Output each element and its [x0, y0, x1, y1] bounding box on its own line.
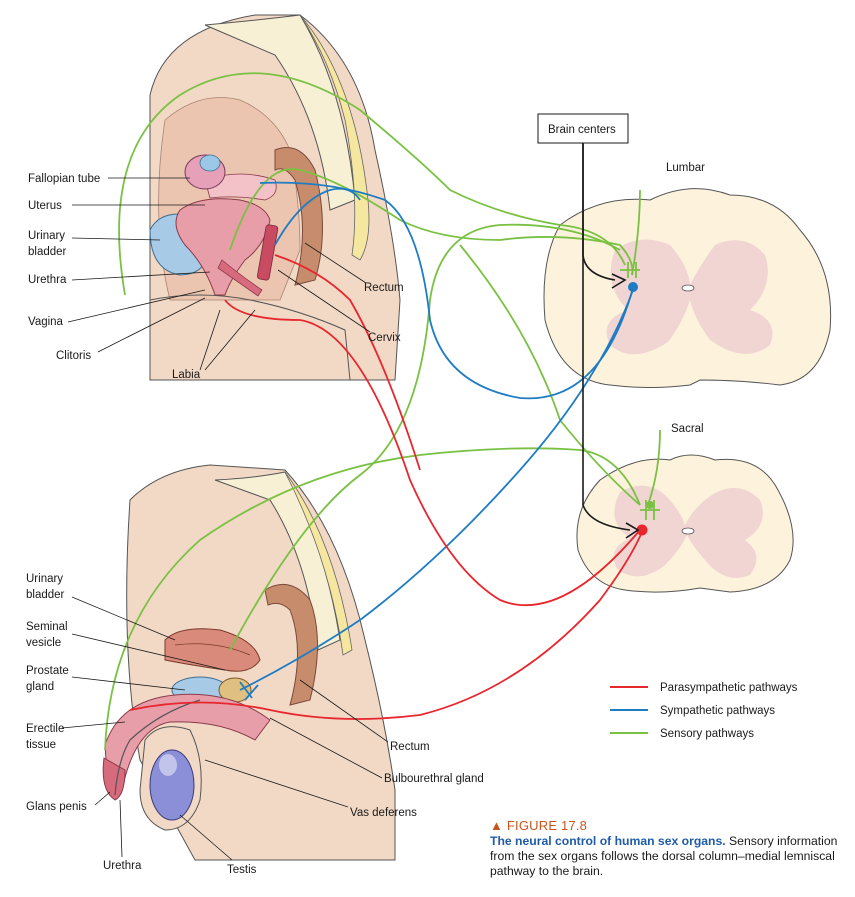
- label-bulbourethral-gland: Bulbourethral gland: [384, 773, 484, 785]
- sensory-path-female-to-sacral: [459, 244, 641, 506]
- male-urethra-line: [114, 699, 201, 796]
- female-vagina: [217, 259, 263, 297]
- legend-label-parasympathetic: Parasympathetic pathways: [660, 682, 798, 694]
- label-urinary-bladder-f-2: bladder: [28, 246, 67, 258]
- leader-lines: [61, 177, 389, 861]
- sacral-cord: [576, 454, 794, 593]
- label-testis: Testis: [227, 864, 257, 876]
- label-rectum-f: Rectum: [364, 282, 404, 294]
- female-uterus: [175, 198, 271, 296]
- label-lumbar: Lumbar: [666, 162, 705, 174]
- label-clitoris: Clitoris: [56, 350, 91, 362]
- lumbar-cord: [543, 188, 832, 388]
- label-rectum-m: Rectum: [390, 741, 430, 753]
- female-spine: [204, 14, 356, 211]
- parasympathetic-path-female: [224, 299, 641, 607]
- sensory-path-female-inner: [229, 168, 634, 276]
- label-urethra-m: Urethra: [103, 860, 142, 872]
- label-vagina: Vagina: [28, 316, 64, 328]
- caption-text: Sensory information from the sex organs …: [490, 834, 838, 878]
- label-seminal-vesicle-1: Seminal: [26, 621, 68, 633]
- sympathetic-path-male: [239, 289, 634, 691]
- male-rectum: [264, 583, 318, 706]
- sympathetic-pathways: [239, 181, 638, 701]
- label-prostate-gland-2: gland: [26, 681, 54, 693]
- female-cervix: [256, 224, 279, 281]
- label-vas-deferens: Vas deferens: [350, 807, 417, 819]
- label-erectile-tissue-2: tissue: [26, 739, 56, 751]
- male-penis: [104, 693, 271, 791]
- label-urinary-bladder-m-1: Urinary: [26, 573, 63, 585]
- sensory-lumbar-synapse: [620, 262, 640, 278]
- parasympathetic-node-sacral: [636, 524, 648, 536]
- sensory-path-male-outer: [104, 447, 641, 751]
- legend: Parasympathetic pathways Sympathetic pat…: [610, 682, 798, 740]
- label-labia: Labia: [172, 369, 201, 381]
- female-anatomy: [149, 14, 401, 381]
- sensory-sacral-synapse: [640, 500, 660, 520]
- sympathetic-node-lumbar: [628, 282, 638, 292]
- brain-centers-label: Brain centers: [548, 124, 616, 136]
- sympathetic-path-female-inner: [274, 187, 361, 246]
- label-erectile-tissue-1: Erectile: [26, 723, 64, 735]
- brain-centers-box: [537, 113, 629, 144]
- label-urethra-f: Urethra: [28, 274, 67, 286]
- label-cervix: Cervix: [368, 332, 401, 344]
- sympathetic-branch-male: [239, 681, 259, 701]
- sensory-sacral-root: [647, 429, 661, 506]
- label-uterus: Uterus: [28, 200, 62, 212]
- figure-number: ▲ FIGURE 17.8: [490, 818, 588, 833]
- label-fallopian-tube: Fallopian tube: [28, 173, 100, 185]
- caption-title: The neural control of human sex organs.: [490, 834, 726, 848]
- sensory-pathways: [104, 72, 661, 751]
- label-prostate-gland-1: Prostate: [26, 665, 69, 677]
- lumbar-gray-matter: [606, 239, 773, 355]
- sensory-lumbar-root: [631, 189, 641, 276]
- sensory-path-female-outer: [118, 72, 626, 296]
- legend-label-sympathetic: Sympathetic pathways: [660, 705, 775, 717]
- label-urinary-bladder-m-2: bladder: [26, 589, 65, 601]
- parasympathetic-pathways: [129, 254, 648, 720]
- anatomy-labels: Fallopian tube Uterus Urinary bladder Ur…: [26, 162, 705, 876]
- label-sacral: Sacral: [671, 423, 704, 435]
- sympathetic-path-female: [259, 181, 634, 400]
- label-glans-penis: Glans penis: [26, 801, 87, 813]
- female-rectum: [274, 147, 323, 286]
- label-seminal-vesicle-2: vesicle: [26, 637, 61, 649]
- sensory-path-male-inner: [229, 223, 621, 651]
- brain-descending-tract: [582, 143, 640, 539]
- label-urinary-bladder-f-1: Urinary: [28, 230, 65, 242]
- male-anatomy: [102, 464, 396, 861]
- legend-label-sensory: Sensory pathways: [660, 728, 754, 740]
- parasympathetic-path-female-2: [274, 254, 421, 471]
- parasympathetic-path-male: [129, 531, 643, 720]
- figure-caption: The neural control of human sex organs. …: [490, 834, 840, 879]
